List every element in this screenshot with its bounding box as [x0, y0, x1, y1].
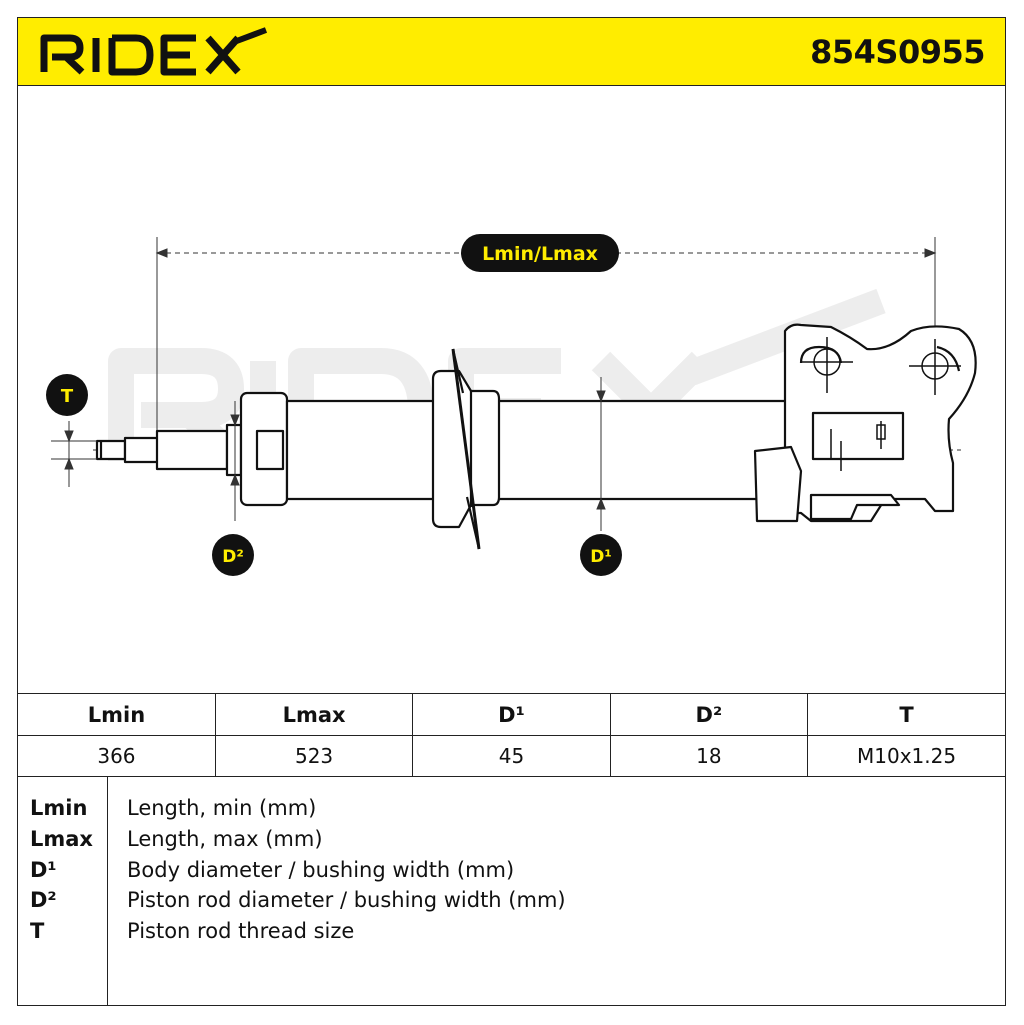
header-lmax: Lmax — [214, 693, 414, 736]
legend-desc: Body diameter / bushing width (mm) — [127, 858, 515, 882]
body-diameter-badge: D¹ — [580, 534, 622, 576]
header-d1: D¹ — [412, 693, 611, 736]
spec-table: Lmin Lmax D¹ D² T 366 523 45 18 M10x1.25 — [18, 693, 1005, 777]
value-d2: 18 — [609, 735, 809, 777]
legend-row: D¹ Body diameter / bushing width (mm) — [18, 855, 1005, 886]
value-d1: 45 — [412, 735, 611, 777]
header-lmin: Lmin — [18, 693, 216, 736]
legend-divider — [107, 777, 108, 1005]
legend-row: T Piston rod thread size — [18, 916, 1005, 947]
legend-key: Lmax — [30, 827, 93, 851]
legend-desc: Length, max (mm) — [127, 827, 323, 851]
spec-table-value-row: 366 523 45 18 M10x1.25 — [18, 735, 1005, 777]
value-t: M10x1.25 — [807, 735, 1005, 777]
shock-absorber-drawing: Lmin/Lmax — [18, 86, 1005, 694]
legend-key: D² — [30, 888, 57, 912]
legend-desc: Piston rod diameter / bushing width (mm) — [127, 888, 566, 912]
part-number: 854S0955 — [810, 33, 985, 71]
thread-badge: T — [46, 374, 88, 416]
legend-key: D¹ — [30, 858, 57, 882]
length-label: Lmin/Lmax — [461, 234, 619, 272]
legend-key: T — [30, 919, 45, 943]
value-lmax: 523 — [214, 735, 414, 777]
legend-key: Lmin — [30, 796, 88, 820]
length-label-text: Lmin/Lmax — [482, 243, 598, 265]
legend-row: Lmax Length, max (mm) — [18, 824, 1005, 855]
spec-table-header-row: Lmin Lmax D¹ D² T — [18, 693, 1005, 736]
legend-row: Lmin Length, min (mm) — [18, 793, 1005, 824]
product-sheet: 854S0955 Lmin/Lmax — [17, 17, 1006, 1006]
rod-diameter-badge-text: D² — [222, 547, 244, 567]
value-lmin: 366 — [18, 735, 216, 777]
header-bar: 854S0955 — [18, 18, 1005, 86]
rod-diameter-badge: D² — [212, 534, 254, 576]
legend: Lmin Length, min (mm) Lmax Length, max (… — [18, 777, 1005, 1005]
ridex-logo — [38, 26, 278, 82]
header-d2: D² — [609, 693, 809, 736]
legend-row: D² Piston rod diameter / bushing width (… — [18, 885, 1005, 916]
legend-desc: Length, min (mm) — [127, 796, 317, 820]
thread-badge-text: T — [61, 386, 74, 407]
legend-desc: Piston rod thread size — [127, 919, 355, 943]
header-t: T — [807, 693, 1005, 736]
body-diameter-badge-text: D¹ — [590, 547, 612, 567]
